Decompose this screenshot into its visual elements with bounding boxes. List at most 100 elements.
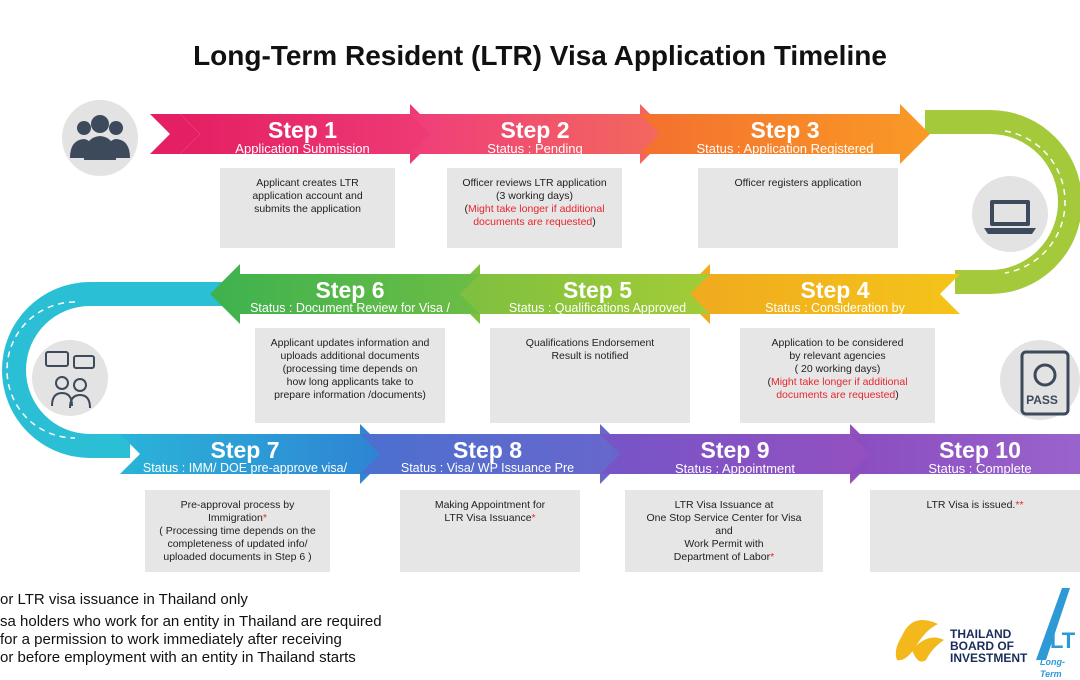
step-8-label: Step 8 Status : Visa/ WP Issuance Pre ap…	[385, 438, 590, 486]
description-warning-line: documents are requested)	[776, 389, 899, 401]
step-3-label: Step 3 Status : Application Registered	[660, 118, 910, 156]
step-1-name: Step 1	[267, 117, 338, 143]
step-8-status: Status : Visa/ WP Issuance Pre approved	[400, 461, 575, 487]
step-5-arrow	[450, 264, 710, 324]
description-line: (3 working days)	[495, 190, 574, 202]
description-line: LTR Visa Issuance*	[444, 512, 536, 524]
description-line: Applicant creates LTR	[256, 177, 359, 189]
description-line: completeness of updated info/	[167, 538, 308, 550]
step-9-label: Step 9 Status : Appointment	[625, 438, 845, 476]
boi-line-3: INVESTMENT	[950, 651, 1028, 665]
description-line: Officer registers application	[734, 177, 862, 189]
description-warning-line: (Might take longer if additional	[464, 203, 605, 215]
description-line: Department of Labor*	[673, 551, 775, 563]
description-line: Work Permit with	[684, 538, 764, 550]
description-warning-line: (Might take longer if additional	[767, 376, 908, 388]
description-line: One Stop Service Center for Visa	[646, 512, 802, 524]
description-line: and	[715, 525, 733, 537]
description-line: Pre-approval process by	[180, 499, 295, 511]
step-2-arrow	[410, 104, 670, 164]
step-9-name: Step 9	[700, 437, 770, 463]
step-3-description: Officer registers application	[698, 168, 898, 248]
boi-line-1: THAILAND	[950, 627, 1012, 641]
ltr-logo-icon	[1036, 588, 1070, 660]
description-line: Applicant updates information and	[270, 337, 430, 349]
step-2-status: Status : Pending	[487, 141, 583, 156]
step-2-description: Officer reviews LTR application(3 workin…	[447, 168, 622, 248]
footnote-2: sa holders who work for an entity in Tha…	[0, 613, 382, 630]
footnote-mark: *	[262, 512, 267, 524]
step-3-status: Status : Application Registered	[696, 141, 874, 156]
description-line: (processing time depends on	[282, 363, 418, 375]
page-title: Long-Term Resident (LTR) Visa Applicatio…	[193, 40, 887, 71]
warning-text: documents are requested	[473, 216, 593, 228]
ltr-logo-caption: Long-Term	[1040, 657, 1065, 679]
bend-right-top	[925, 110, 1080, 294]
step-8-name: Step 8	[452, 437, 523, 463]
step-4-arrow	[680, 264, 960, 324]
ltr-logo-mark: LT	[1050, 628, 1076, 653]
step-7-status: Status : IMM/ DOE pre-approve visa/ WP i…	[142, 461, 348, 487]
description-line: Application to be considered	[771, 337, 904, 349]
pass-label: PASS	[1026, 393, 1058, 407]
warning-text: Might take longer if additional	[770, 376, 908, 388]
step-2-name: Step 2	[500, 117, 570, 143]
boi-logo-text: THAILAND BOARD OF INVESTMENT	[950, 628, 1027, 664]
step-6-arrow	[210, 264, 480, 324]
description-line: uploaded documents in Step 6 )	[163, 551, 312, 563]
description-line: LTR Visa is issued.**	[926, 499, 1024, 511]
warning-text: Might take longer if additional	[467, 203, 605, 215]
footnote-mark: *	[770, 551, 775, 563]
description-line: Qualifications Endorsement	[525, 337, 655, 349]
step-10-arrow	[850, 434, 1080, 474]
boi-logo-icon	[895, 620, 944, 662]
description-line: ( Processing time depends on the	[159, 525, 316, 537]
step-4-label: Step 4 Status : Consideration by Governm…	[735, 278, 935, 326]
description-line: by relevant agencies	[789, 350, 886, 362]
boi-line-2: BOARD OF	[950, 639, 1014, 653]
chat-people-icon	[32, 340, 108, 416]
step-5-label: Step 5 Status : Qualifications Approved	[500, 278, 695, 314]
step-8-arrow	[360, 424, 630, 484]
footnote-mark: *	[531, 512, 536, 524]
step-1-label: Step 1 Application Submission	[200, 118, 405, 156]
bend-left	[2, 282, 235, 458]
description-line: Making Appointment for	[434, 499, 546, 511]
step-10-label: Step 10 Status : Complete	[880, 438, 1080, 476]
description-line: Result is notified	[551, 350, 629, 362]
description-line: ( 20 working days)	[794, 363, 881, 375]
description-line: uploads additional documents	[280, 350, 420, 362]
description-line: how long applicants take to	[286, 376, 414, 388]
warning-text: documents are requested	[776, 389, 896, 401]
bend-right-dash	[1004, 130, 1066, 274]
description-line: Immigration*	[208, 512, 267, 524]
description-line: application account and	[252, 190, 363, 202]
description-warning-line: documents are requested)	[473, 216, 596, 228]
step-4-name: Step 4	[800, 277, 870, 303]
step-1-status: Application Submission	[235, 141, 370, 156]
step-3-arrow	[640, 104, 930, 164]
step-10-description: LTR Visa is issued.**	[870, 490, 1080, 572]
step-10-status: Status : Complete	[928, 461, 1032, 476]
description-line: prepare information /documents)	[274, 389, 426, 401]
laptop-icon	[972, 176, 1048, 252]
step-7-label: Step 7 Status : IMM/ DOE pre-approve vis…	[140, 438, 350, 486]
description-line: LTR Visa Issuance at	[674, 499, 774, 511]
step-4-status: Status : Consideration by Government Age…	[765, 301, 905, 327]
step-5-status: Status : Qualifications Approved	[508, 301, 687, 315]
step-7-name: Step 7	[210, 437, 280, 463]
footnote-1: or LTR visa issuance in Thailand only	[0, 591, 248, 608]
step-9-status: Status : Appointment	[675, 461, 795, 476]
footnote-3: for a permission to work immediately aft…	[0, 631, 342, 648]
step-6-status: Status : Document Review for Visa / WP I…	[250, 301, 450, 327]
step-3-name: Step 3	[750, 117, 820, 143]
description-line: Officer reviews LTR application	[462, 177, 607, 189]
